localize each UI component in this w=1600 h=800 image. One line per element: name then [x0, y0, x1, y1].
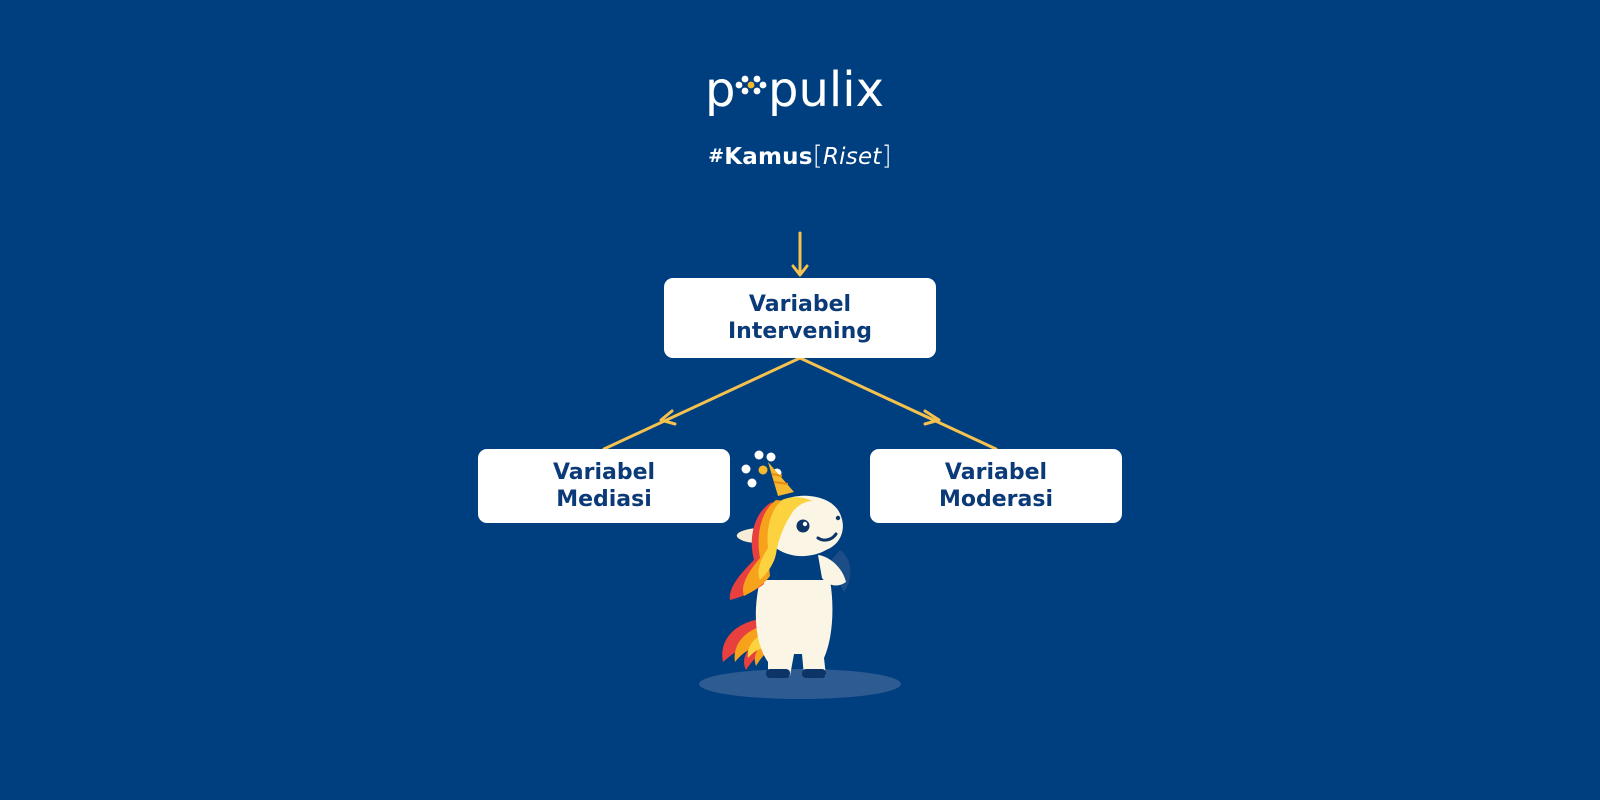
subtitle-bracket-close: ]: [881, 141, 892, 171]
right-branch-arrowhead: [923, 409, 941, 426]
node-top-line2: Intervening: [727, 319, 872, 344]
node-right-line2: Moderasi: [938, 487, 1053, 512]
logo-wordmark-rest: pulix: [768, 62, 884, 118]
mascot-shadow: [699, 669, 901, 699]
left-branch-line: [602, 356, 802, 451]
node-variabel-mediasi: Variabel Mediasi: [478, 449, 730, 523]
page-subtitle: #Kamus[Riset]: [0, 140, 1600, 173]
node-right-line1: Variabel: [944, 460, 1048, 485]
subtitle-bold: Kamus: [724, 144, 813, 170]
node-left-line1: Variabel: [552, 460, 656, 485]
logo-letter-p: p: [705, 62, 735, 118]
node-variabel-moderasi: Variabel Moderasi: [870, 449, 1122, 523]
logo-dots-icon: [735, 75, 767, 95]
incoming-arrowhead: [791, 264, 809, 277]
unicorn-mascot-icon: [699, 450, 901, 699]
populix-logo: p pulix: [0, 56, 1600, 120]
node-variabel-intervening: Variabel Intervening: [664, 278, 936, 358]
subtitle-bracket-open: [: [812, 141, 823, 171]
left-branch-arrowhead: [659, 409, 677, 426]
node-left-line2: Mediasi: [556, 487, 652, 512]
node-top-line1: Variabel: [748, 292, 852, 317]
subtitle-hash: #: [708, 145, 725, 167]
right-branch-line: [798, 356, 998, 451]
subtitle-italic: Riset: [822, 144, 882, 170]
populix-logo-icon: p pulix: [705, 62, 884, 118]
